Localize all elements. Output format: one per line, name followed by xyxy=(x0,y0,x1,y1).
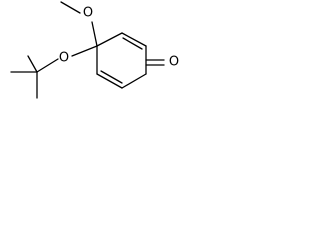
ring-bond-c3-c2 xyxy=(121,32,147,47)
ether-oxygen-label: O xyxy=(59,51,69,66)
chemical-structure-diagram: O O O xyxy=(10,1,179,99)
methoxy-oxygen-to-ring-carbon-bond xyxy=(91,21,98,47)
ring-carbon-to-ether-oxygen-bond xyxy=(71,45,98,57)
tert-butyl-methyl-up-bond xyxy=(27,55,38,73)
ether-oxygen-to-tert-butyl-carbon-bond xyxy=(36,58,59,73)
ring-bond-c6-c5-double xyxy=(100,70,123,84)
methyl-to-methoxy-oxygen-bond xyxy=(60,1,81,14)
carbonyl-oxygen-label: O xyxy=(169,55,179,70)
ring-bond-c3-c2-double xyxy=(122,37,143,50)
ring-bond-c1-c6 xyxy=(121,73,147,89)
ring-bond-c6-c5 xyxy=(96,73,123,89)
structure-canvas: O O O xyxy=(0,0,210,120)
methoxy-oxygen-label: O xyxy=(83,6,93,21)
ring-bond-c4-c3 xyxy=(96,32,123,47)
